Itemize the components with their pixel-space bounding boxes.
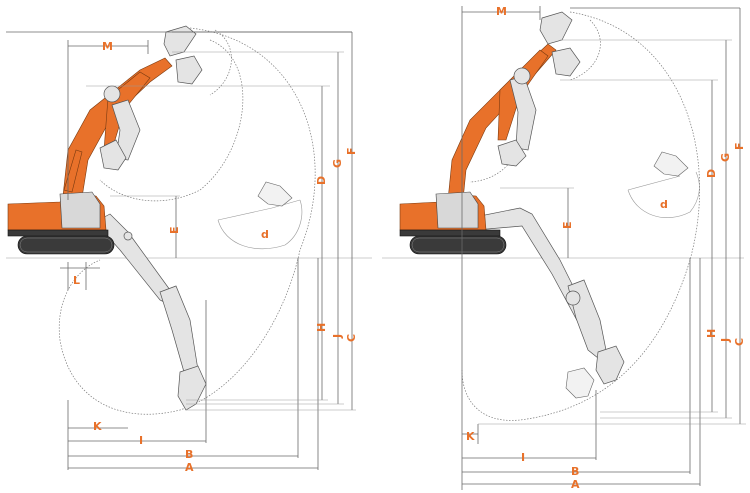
- raised-attachment: [61, 25, 203, 211]
- reach-envelope-right: [461, 11, 700, 421]
- boom-pin: [123, 231, 133, 241]
- label-d: d: [261, 228, 269, 241]
- label-M: M: [102, 40, 113, 53]
- left-horizontal-dims: M K I B A L: [6, 31, 352, 474]
- label-H-right: H: [705, 329, 718, 338]
- undercarriage: [7, 229, 109, 237]
- lower-bucket-right: [595, 345, 625, 385]
- label-G: G: [331, 159, 344, 168]
- label-C: C: [345, 334, 358, 342]
- inner-envelope-right-2: [469, 119, 531, 183]
- label-G-right: G: [719, 153, 732, 162]
- lower-bucket-ghost-right: [565, 367, 595, 399]
- label-I-right: I: [521, 451, 525, 464]
- label-D-right: D: [705, 169, 718, 178]
- inner-envelope: [99, 39, 244, 202]
- raised-bucket-top-right: [539, 11, 573, 45]
- label-A: A: [185, 461, 194, 474]
- bucket-angle-line: [217, 207, 273, 221]
- raised-bucket-low-right: [497, 139, 527, 167]
- label-J: J: [331, 334, 344, 339]
- label-K-right: K: [466, 430, 475, 443]
- track-right: [409, 235, 507, 255]
- lower-attachment: [94, 213, 207, 411]
- bucket-angle-line-2: [271, 199, 301, 209]
- raised-bucket-mid: [175, 55, 203, 85]
- inner-arc: [209, 29, 232, 96]
- label-E-right: E: [561, 221, 574, 229]
- reach-envelope: [58, 27, 316, 415]
- track-inner: [19, 237, 113, 253]
- track-inner-right: [411, 237, 505, 253]
- label-L: L: [73, 274, 80, 287]
- label-E: E: [168, 226, 181, 234]
- lower-bucket: [177, 365, 207, 411]
- arm-joint-top-right: [513, 67, 531, 85]
- raised-bucket-top: [163, 25, 197, 57]
- right-horizontal-dims: M K I B A: [461, 5, 740, 491]
- cab-right: [435, 191, 479, 229]
- label-B-right: B: [571, 465, 579, 478]
- label-C-right: C: [733, 338, 746, 346]
- bucket-arc-d: [217, 199, 303, 250]
- bucket-d-outline: [257, 181, 293, 207]
- label-H: H: [315, 323, 328, 332]
- lower-arm: [159, 285, 199, 379]
- left-vertical-dims: E D G F H J C: [86, 32, 358, 411]
- raised-attachment-right: [447, 11, 581, 211]
- arm-joint-right: [565, 290, 581, 306]
- label-M-right: M: [496, 5, 507, 18]
- track: [17, 235, 115, 255]
- label-F-right: F: [733, 142, 746, 150]
- bucket-d-outline-right: [653, 151, 689, 177]
- cab: [59, 191, 101, 229]
- raised-bucket-low: [99, 139, 127, 171]
- excavator-body-right: [399, 191, 507, 255]
- label-J-right: J: [719, 338, 732, 343]
- boom-cylinder: [63, 149, 83, 193]
- label-D: D: [315, 176, 328, 185]
- right-diagram: M K I B A E D G F H: [382, 5, 746, 491]
- undercarriage-right: [399, 229, 501, 237]
- label-B: B: [185, 448, 193, 461]
- right-vertical-dims: E D G F H J C: [478, 8, 746, 425]
- excavator-body: [7, 191, 115, 255]
- label-F: F: [345, 147, 358, 155]
- arm-joint: [103, 85, 121, 103]
- label-I: I: [139, 434, 143, 447]
- raised-bucket-mid-right: [551, 47, 581, 77]
- inner-envelope-right: [569, 19, 601, 81]
- label-K: K: [93, 420, 102, 433]
- label-d-right: d: [660, 198, 668, 211]
- label-A-right: A: [571, 478, 580, 491]
- left-diagram: M K I B A L E D: [6, 25, 372, 474]
